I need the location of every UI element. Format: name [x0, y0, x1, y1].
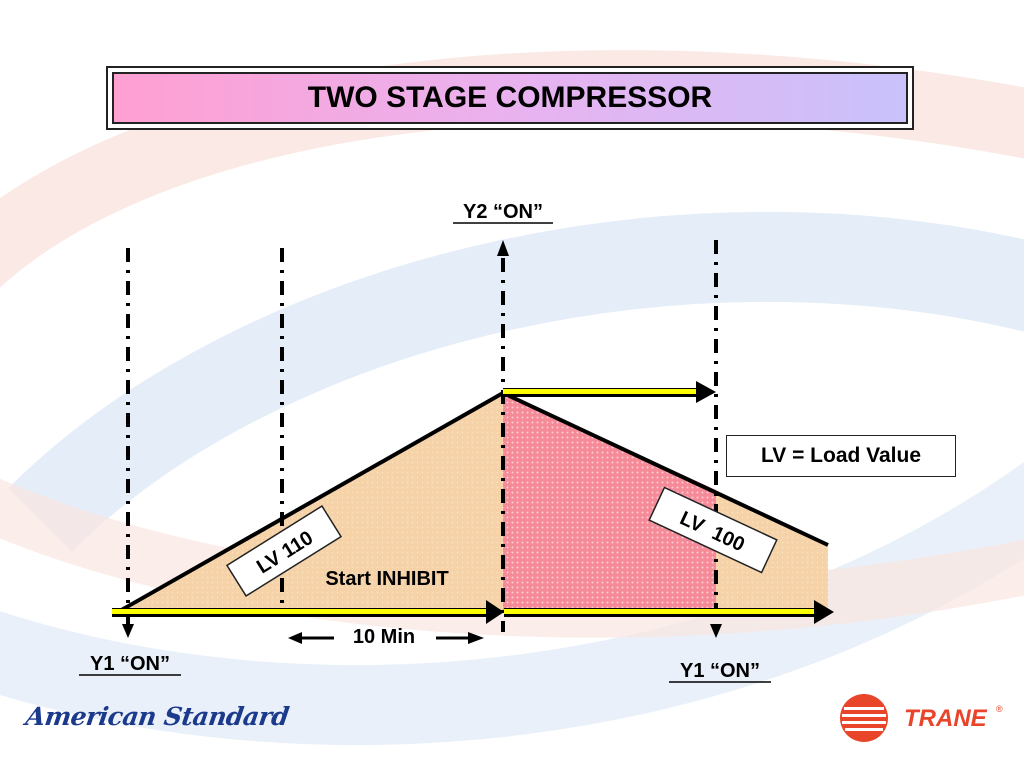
stage2-timeline-arrowhead [814, 600, 834, 624]
stage2-timeline-arrow [504, 609, 816, 614]
stage1-timeline-arrow [112, 609, 490, 614]
ten-min-label: 10 Min [353, 626, 415, 648]
title-box: TWO STAGE COMPRESSOR [106, 66, 914, 130]
title-banner: TWO STAGE COMPRESSOR [112, 72, 908, 124]
y1-on-right-label: Y1 “ON” [680, 660, 760, 682]
ten-min-right-arrowhead [468, 632, 484, 644]
start-inhibit-label: Start INHIBIT [325, 568, 448, 590]
stage1-timeline-arrowhead [486, 600, 504, 624]
y1-left-down-arrowhead [122, 624, 134, 638]
load-fall-line [502, 391, 829, 547]
legend-box: LV = Load Value [726, 435, 956, 477]
load-rise-line [117, 391, 504, 614]
y2-up-arrowhead [497, 240, 509, 256]
trane-registered-mark: ® [996, 704, 1003, 714]
hold-arrow [503, 389, 699, 394]
hold-arrowhead [696, 381, 716, 403]
ten-min-left-arrowhead [288, 632, 302, 644]
page-title: TWO STAGE COMPRESSOR [307, 81, 713, 114]
trane-circle-icon [840, 694, 888, 742]
y1-right-down-arrowhead [710, 624, 722, 638]
trane-wordmark: TRANE [904, 705, 988, 732]
american-standard-logo: American Standard [23, 702, 291, 731]
stage2-load-area [503, 393, 716, 612]
trane-logo: TRANE ® [840, 694, 1003, 742]
y2-on-label: Y2 “ON” [463, 201, 543, 223]
y1-on-left-label: Y1 “ON” [90, 653, 170, 675]
